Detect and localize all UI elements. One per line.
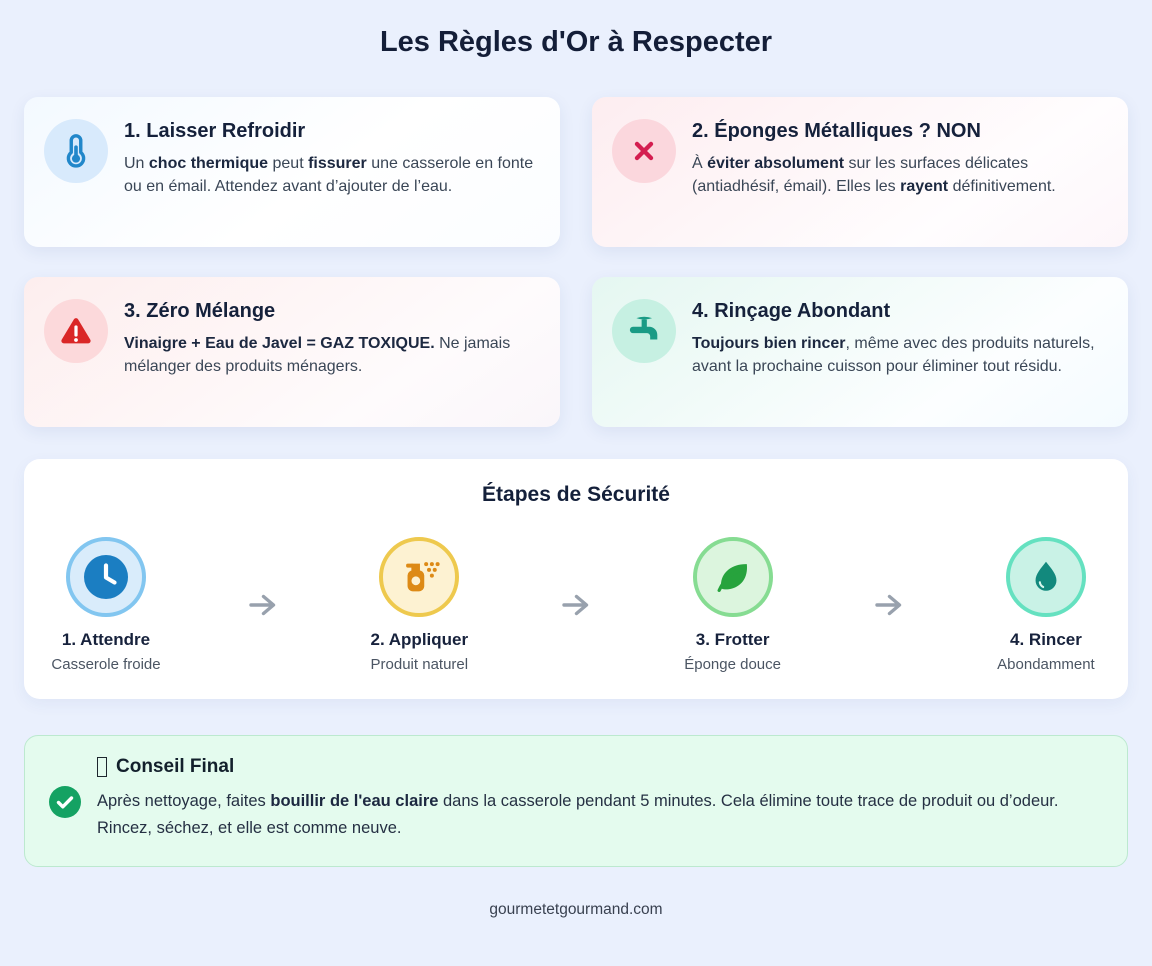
rule-card-zero-melange: 3. Zéro Mélange Vinaigre + Eau de Javel … — [24, 277, 560, 427]
rule-text: Vinaigre + Eau de Javel = GAZ TOXIQUE. N… — [124, 335, 511, 375]
check-circle-icon — [49, 786, 81, 818]
steps-row: 1. Attendre Casserole froide — [40, 537, 1112, 673]
page-title: Les Règles d'Or à Respecter — [379, 26, 773, 58]
rule-title: 2. Éponges Métalliques ? NON — [692, 120, 981, 142]
rule-text: Toujours bien rincer, même avec des prod… — [692, 335, 1095, 375]
step-label: 3. Frotter — [695, 630, 770, 649]
step-label: 1. Attendre — [61, 630, 151, 649]
step-sublabel: Éponge douce — [684, 656, 781, 673]
rule-title: 3. Zéro Mélange — [124, 300, 276, 322]
steps-title: Étapes de Sécurité — [482, 483, 670, 506]
arrow-right-icon — [874, 592, 904, 618]
tip-card-conseil-final: Conseil Final Après nettoyage, faites bo… — [24, 735, 1128, 867]
arrow-right-icon — [248, 592, 278, 618]
step-attendre: 1. Attendre Casserole froide — [40, 537, 172, 673]
step-sublabel: Casserole froide — [51, 656, 161, 673]
step-rincer: 4. Rincer Abondamment — [980, 537, 1112, 673]
spray-bottle-icon — [379, 537, 460, 617]
step-appliquer: 2. Appliquer Produit naturel — [353, 537, 485, 673]
rule-text: Un choc thermique peut fissurer une cass… — [124, 155, 534, 195]
rule-card-eponges-metalliques: 2. Éponges Métalliques ? NON À éviter ab… — [592, 97, 1128, 247]
arrow-right-icon — [561, 592, 591, 618]
x-mark-icon — [612, 119, 676, 183]
missing-glyph-icon — [97, 757, 107, 777]
step-label: 4. Rincer — [1010, 630, 1082, 649]
safety-steps-panel: Étapes de Sécurité 1. Attendre Casserole… — [24, 459, 1128, 699]
warning-triangle-icon — [44, 299, 108, 363]
water-drop-icon — [1005, 537, 1086, 617]
rule-text: À éviter absolument sur les surfaces dél… — [692, 155, 1056, 195]
rule-title: 1. Laisser Refroidir — [124, 120, 306, 142]
step-label: 2. Appliquer — [370, 630, 469, 649]
tip-title: Conseil Final — [97, 756, 1087, 778]
step-sublabel: Abondamment — [997, 656, 1095, 673]
rules-grid: 1. Laisser Refroidir Un choc thermique p… — [24, 97, 1128, 427]
rule-card-laisser-refroidir: 1. Laisser Refroidir Un choc thermique p… — [24, 97, 560, 247]
leaf-icon — [692, 537, 773, 617]
rule-card-rincage-abondant: 4. Rinçage Abondant Toujours bien rincer… — [592, 277, 1128, 427]
faucet-icon — [612, 299, 676, 363]
clock-icon — [66, 537, 146, 617]
thermometer-icon — [44, 119, 108, 183]
tip-text: Après nettoyage, faites bouillir de l'ea… — [97, 792, 1059, 837]
step-sublabel: Produit naturel — [370, 656, 469, 673]
step-frotter: 3. Frotter Éponge douce — [667, 537, 799, 673]
site-footer: gourmetetgourmand.com — [489, 901, 663, 918]
rule-title: 4. Rinçage Abondant — [692, 300, 891, 322]
